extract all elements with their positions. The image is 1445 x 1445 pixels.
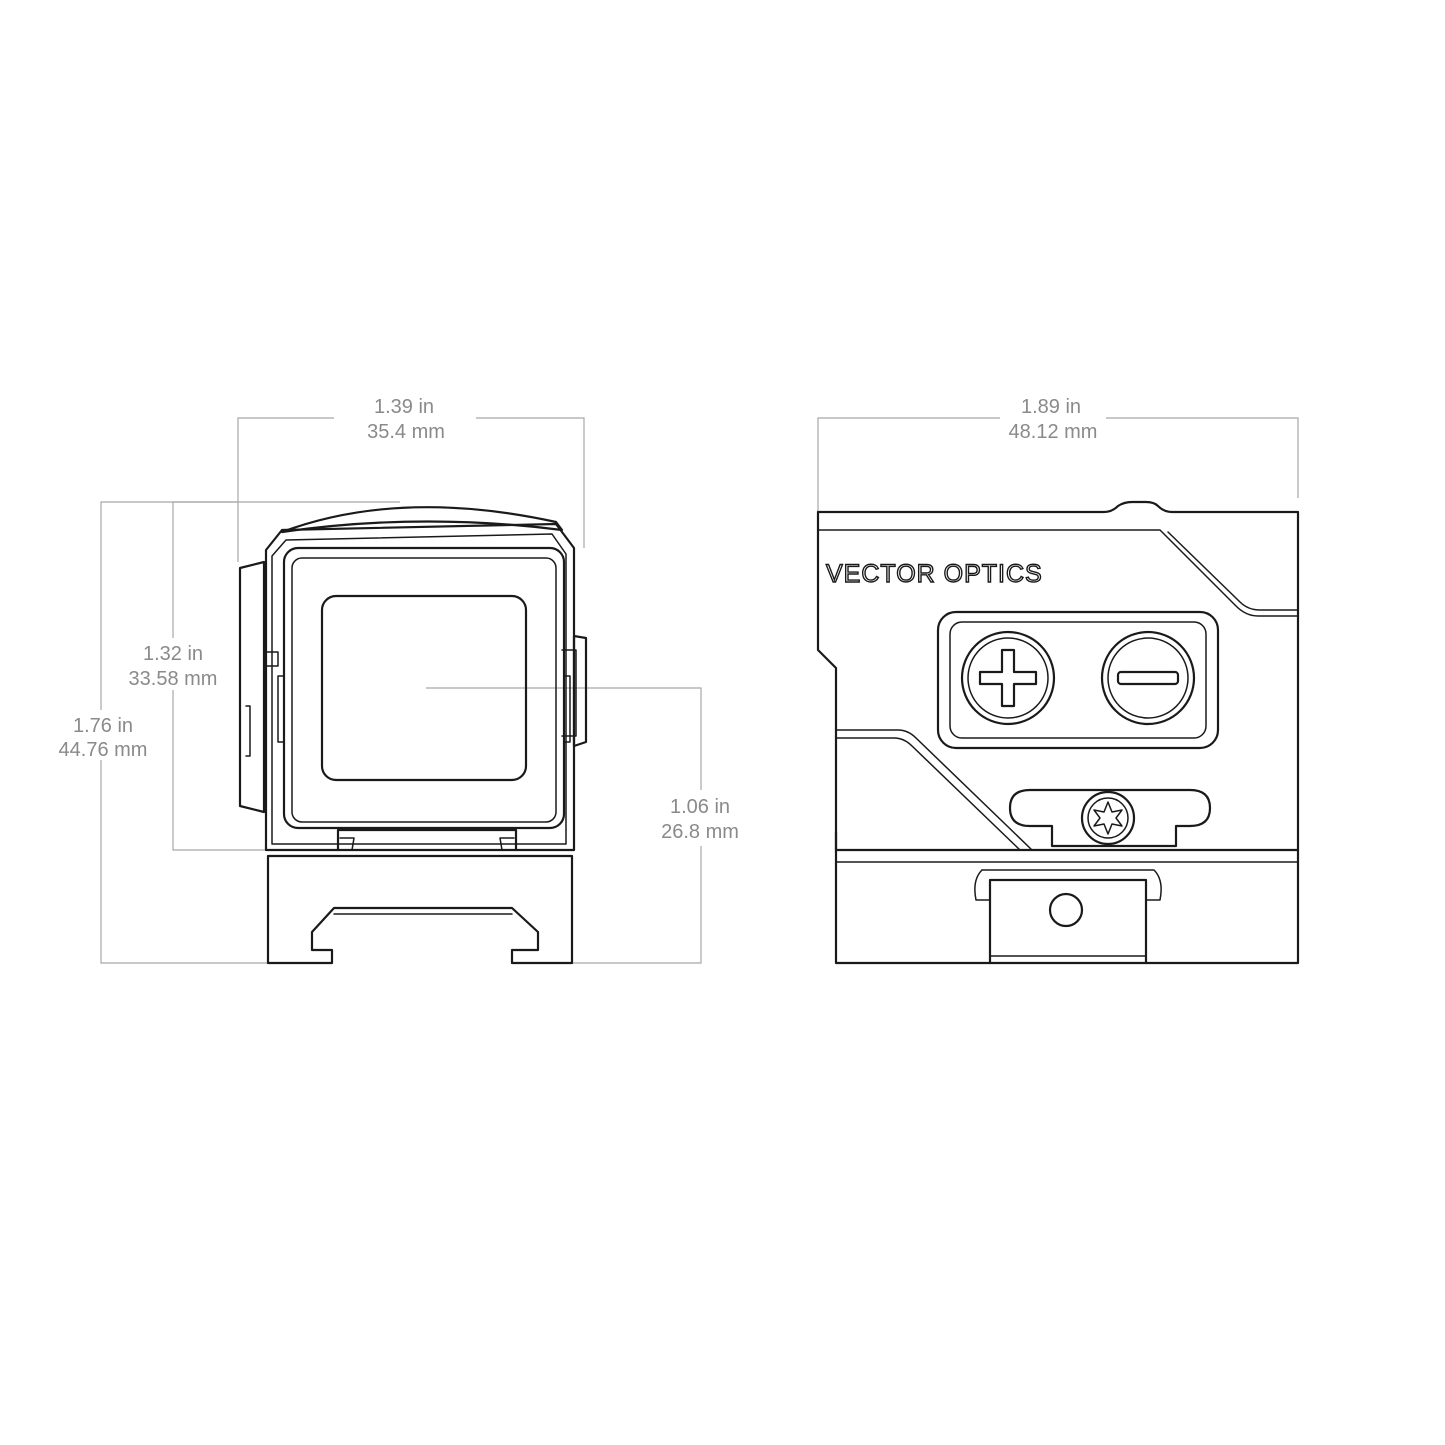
front-body-height-metric: 33.58 mm bbox=[129, 668, 218, 690]
front-total-height-imperial: 1.76 in bbox=[73, 715, 133, 737]
side-clamp-lever bbox=[1008, 788, 1212, 848]
front-lens bbox=[320, 594, 528, 782]
front-clamp-slots bbox=[336, 828, 518, 852]
minus-icon bbox=[1116, 670, 1180, 686]
front-total-height-dimension: 1.76 in 44.76 mm bbox=[59, 501, 400, 964]
front-axis-height-imperial: 1.06 in bbox=[670, 796, 730, 818]
plus-icon bbox=[978, 648, 1038, 708]
recoil-lug-hole bbox=[1048, 892, 1084, 928]
side-button-panel bbox=[936, 610, 1220, 750]
front-total-height-metric: 44.76 mm bbox=[59, 739, 148, 761]
torx-screw-icon bbox=[1080, 790, 1136, 846]
front-right-knob bbox=[561, 634, 588, 748]
front-body-height-dimension: 1.32 in 33.58 mm bbox=[129, 501, 268, 851]
front-rail-mount bbox=[266, 854, 574, 965]
front-hood-arc bbox=[280, 506, 564, 534]
plus-button[interactable] bbox=[960, 630, 1056, 726]
side-brand-logo: VECTOR OPTICS bbox=[826, 560, 1043, 588]
side-housing-top bbox=[816, 500, 1300, 852]
front-axis-height-dimension: 1.06 in 26.8 mm bbox=[426, 687, 739, 964]
side-rail-base bbox=[834, 830, 1300, 965]
side-top-contour bbox=[817, 529, 1299, 617]
front-housing bbox=[264, 522, 576, 852]
side-view: 1.89 in 48.12 mm VECTOR OPTICS bbox=[816, 396, 1300, 965]
side-length-dimension: 1.89 in 48.12 mm bbox=[817, 396, 1299, 512]
front-width-dimension: 1.39 in 35.4 mm bbox=[237, 396, 585, 562]
front-view: 1.39 in 35.4 mm 1.76 in 44.76 mm 1.32 in… bbox=[59, 396, 739, 965]
front-window-outer bbox=[282, 546, 566, 830]
minus-button[interactable] bbox=[1100, 630, 1196, 726]
side-lower-contour bbox=[835, 729, 1033, 851]
side-length-metric: 48.12 mm bbox=[1009, 421, 1098, 443]
front-window-inner-frame bbox=[291, 557, 557, 823]
front-axis-height-metric: 26.8 mm bbox=[661, 821, 739, 843]
front-left-cap bbox=[238, 560, 279, 814]
front-width-imperial: 1.39 in bbox=[374, 396, 434, 418]
side-length-imperial: 1.89 in bbox=[1021, 396, 1081, 418]
front-width-metric: 35.4 mm bbox=[367, 421, 445, 443]
front-body-height-imperial: 1.32 in bbox=[143, 643, 203, 665]
